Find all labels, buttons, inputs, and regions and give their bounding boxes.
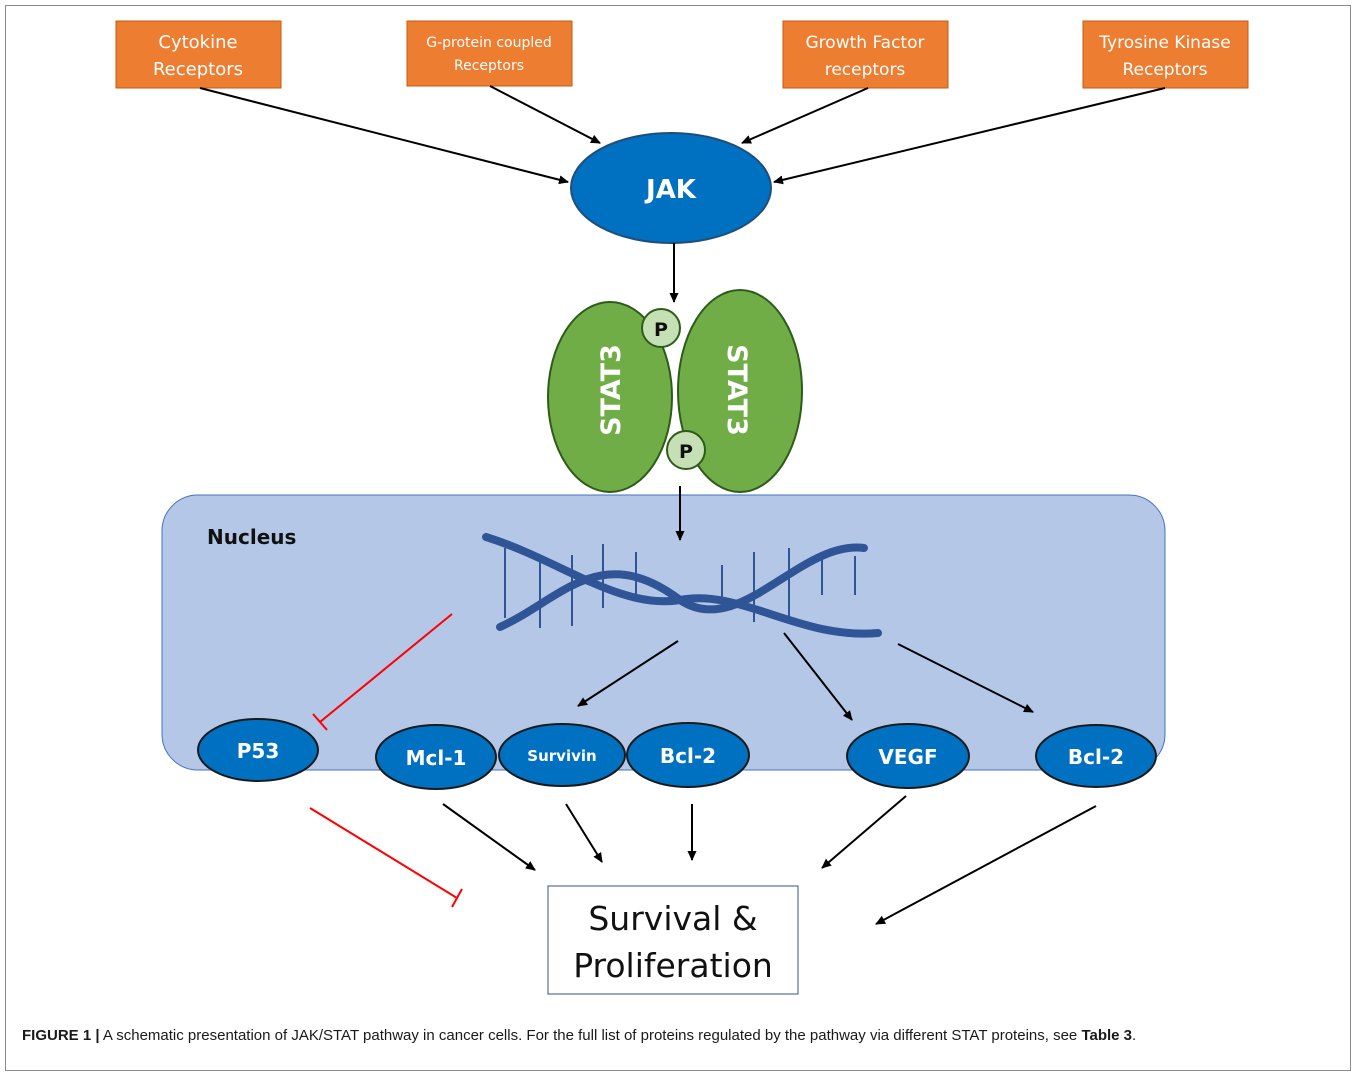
phospho-group-top: P — [641, 308, 681, 348]
arrow — [565, 803, 603, 863]
gene-label: P53 — [237, 739, 280, 763]
gene-bcl2: Bcl-2 — [626, 722, 750, 788]
gene-label: Survivin — [527, 747, 596, 765]
caption-table-reference: Table 3 — [1081, 1027, 1133, 1044]
arrow — [897, 643, 1034, 713]
receptor-label: Tyrosine Kinase — [1098, 33, 1230, 53]
jak-node: JAK — [570, 132, 772, 244]
caption-end: . — [1132, 1027, 1137, 1044]
receptor-label: Receptors — [153, 59, 243, 80]
arrow — [783, 632, 853, 721]
gene-label: VEGF — [878, 745, 937, 769]
receptor-g-protein-coupled: G-protein coupled Receptors — [406, 20, 573, 87]
receptor-cytokine: Cytokine Receptors — [115, 20, 282, 89]
outcome-box: Survival & Proliferation — [547, 885, 799, 995]
arrow — [199, 87, 569, 185]
nucleus-label: Nucleus — [207, 525, 296, 549]
gene-bcl2-second: Bcl-2 — [1035, 724, 1157, 788]
stat3-right — [677, 289, 803, 493]
receptor-tyrosine-kinase: Tyrosine Kinase Receptors — [1082, 20, 1249, 89]
receptor-arrows — [199, 85, 1166, 185]
receptor-label: Growth Factor — [806, 33, 925, 53]
gene-label: Mcl-1 — [406, 746, 467, 770]
receptor-label: Cytokine — [158, 32, 237, 53]
jak-stat-pathway-diagram: Nucleus Cytokine Receptors G-protein cou… — [115, 20, 1249, 995]
caption-text: A schematic presentation of JAK/STAT pat… — [99, 1027, 1082, 1044]
outcome-label: Survival & — [588, 899, 757, 938]
receptor-label: Receptors — [454, 58, 524, 74]
receptor-label: receptors — [825, 60, 906, 80]
gene-label: Bcl-2 — [1068, 745, 1124, 769]
stat3-left — [547, 301, 673, 493]
gene-mcl1: Mcl-1 — [375, 724, 497, 790]
arrow — [577, 640, 679, 707]
caption-label: FIGURE 1 | — [22, 1027, 100, 1044]
gene-p53: P53 — [197, 718, 319, 782]
arrow — [741, 87, 869, 144]
arrow — [442, 803, 536, 871]
figure-caption: FIGURE 1 | A schematic presentation of J… — [22, 1025, 1332, 1047]
outcome-label: Proliferation — [573, 946, 773, 985]
receptor-label: G-protein coupled — [426, 35, 552, 51]
stat3-right-label: STAT3 — [721, 344, 752, 436]
inhibition-p53-to-outcome — [309, 807, 463, 908]
inhibition-dna-to-p53 — [312, 613, 453, 731]
arrow — [875, 805, 1097, 925]
arrow — [773, 87, 1166, 185]
phospho-group-bottom: P — [666, 430, 706, 470]
receptor-label: Receptors — [1122, 60, 1207, 80]
figure-frame — [5, 5, 1351, 1071]
arrow — [489, 85, 601, 144]
phospho-label: P — [679, 441, 693, 463]
phospho-label: P — [654, 319, 668, 341]
jak-label: JAK — [644, 175, 697, 205]
dna-arrows — [577, 632, 1034, 721]
dna-helix-icon — [482, 533, 882, 638]
gene-label: Bcl-2 — [660, 744, 716, 768]
gene-survivin: Survivin — [498, 723, 626, 787]
outcome-arrows — [442, 795, 1097, 925]
stat3-left-label: STAT3 — [596, 344, 627, 436]
receptor-growth-factor: Growth Factor receptors — [782, 20, 949, 89]
stat3-dimer: STAT3 STAT3 P P — [547, 289, 803, 493]
arrow — [821, 795, 907, 869]
gene-vegf: VEGF — [846, 723, 970, 789]
